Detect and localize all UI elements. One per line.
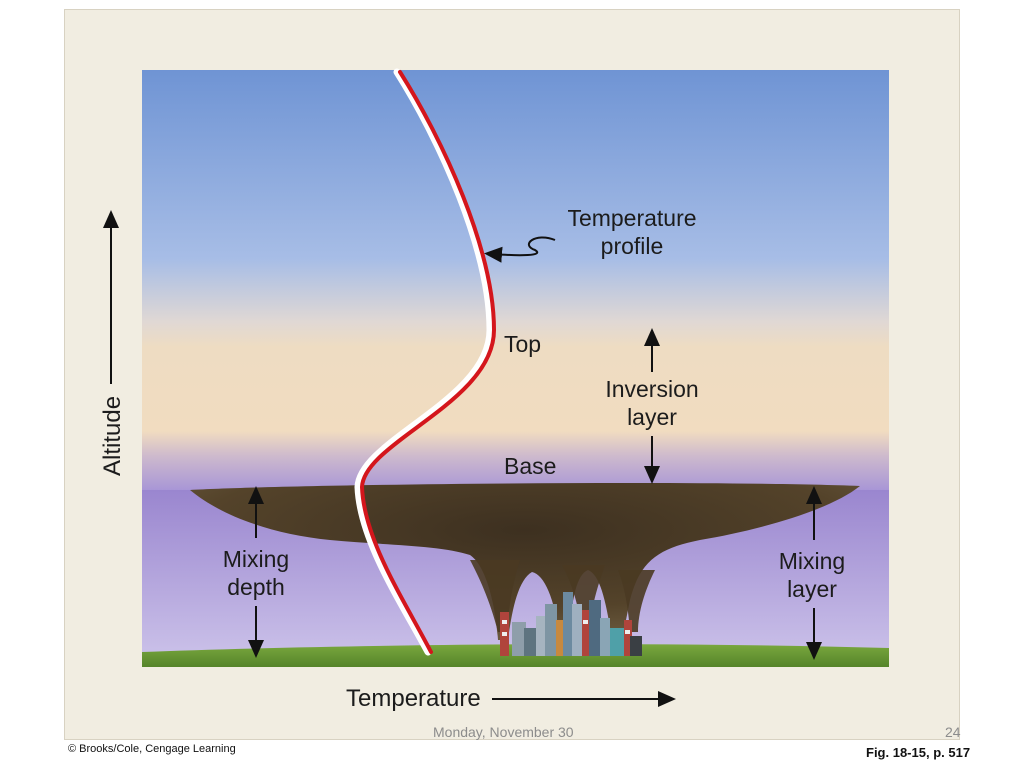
smoke-plume <box>618 570 655 632</box>
x-axis-label: Temperature <box>346 685 481 712</box>
temperature-profile-label: Temperature <box>567 205 696 231</box>
base-label: Base <box>504 453 556 479</box>
smog-cloud <box>190 483 860 640</box>
figure-reference: Fig. 18-15, p. 517 <box>866 745 971 760</box>
smoke-plume <box>562 565 605 632</box>
mixing-depth-label: depth <box>227 574 285 600</box>
mixing-layer-label: layer <box>787 576 837 602</box>
temperature-profile-line <box>359 70 497 654</box>
inversion-layer-label: layer <box>627 404 677 430</box>
y-axis-label: Altitude <box>99 396 126 476</box>
temperature-profile-pointer <box>484 236 556 263</box>
slide-date: Monday, November 30 <box>433 724 574 740</box>
temperature-profile-line <box>354 68 494 656</box>
copyright-credit: © Brooks/Cole, Cengage Learning <box>68 743 236 755</box>
inversion-layer-label: Inversion <box>605 376 698 402</box>
mixing-layer-label: Mixing <box>779 548 845 574</box>
mixing-depth-label: Mixing <box>223 546 289 572</box>
top-label: Top <box>504 331 541 357</box>
temperature-profile-label: profile <box>601 233 664 259</box>
slide-page-number: 24 <box>945 724 961 740</box>
sky-background <box>142 70 889 490</box>
city-skyline <box>500 592 642 656</box>
